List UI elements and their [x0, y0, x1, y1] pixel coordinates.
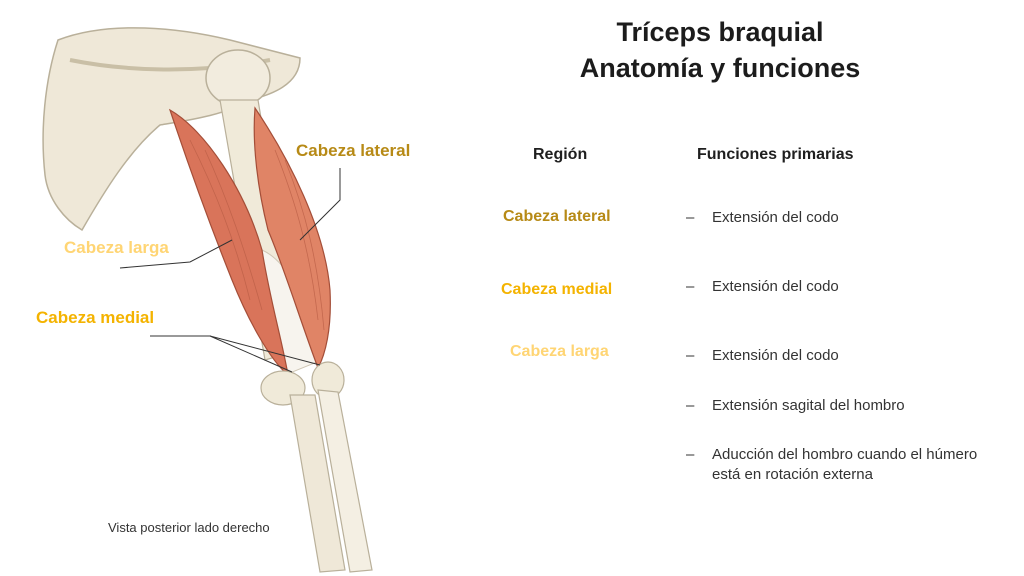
title-line-1: Tríceps braquial	[616, 17, 824, 47]
page-title: Tríceps braquial Anatomía y funciones	[520, 14, 920, 86]
function-item: –Aducción del hombro cuando el húmero es…	[686, 445, 1002, 485]
region-cabeza-lateral: Cabeza lateral	[503, 208, 611, 225]
function-item: –Extensión sagital del hombro	[686, 396, 1002, 416]
region-cabeza-larga: Cabeza larga	[510, 343, 609, 360]
function-text: Extensión del codo	[712, 209, 839, 226]
label-cabeza-medial: Cabeza medial	[36, 308, 155, 327]
leader-line-larga	[119, 239, 233, 269]
radius	[317, 389, 373, 573]
function-text: Extensión del codo	[712, 347, 839, 364]
label-cabeza-lateral: Cabeza lateral	[296, 141, 411, 160]
arm-illustration	[42, 27, 373, 573]
long-head-striations	[189, 139, 263, 311]
header-region: Región	[533, 146, 588, 163]
bullet-dash: –	[686, 347, 695, 364]
lateral-head-striations	[274, 149, 325, 331]
leader-line-lateral	[299, 168, 341, 241]
bullet-dash: –	[686, 209, 695, 226]
ulna	[289, 394, 346, 573]
header-functions: Funciones primarias	[697, 146, 854, 163]
function-text: Extensión del codo	[712, 278, 839, 295]
function-item: –Extensión del codo	[686, 277, 1002, 297]
function-text: Extensión sagital del hombro	[712, 397, 905, 414]
bullet-dash: –	[686, 397, 695, 414]
function-item: –Extensión del codo	[686, 346, 1002, 366]
function-item: –Extensión del codo	[686, 208, 1002, 228]
illustration-caption: Vista posterior lado derecho	[108, 520, 270, 535]
humeral-head	[205, 49, 271, 107]
label-cabeza-larga: Cabeza larga	[64, 238, 169, 257]
bullet-dash: –	[686, 446, 695, 463]
bullet-dash: –	[686, 278, 695, 295]
leader-line-medial	[150, 335, 321, 373]
title-line-2: Anatomía y funciones	[579, 53, 861, 83]
region-cabeza-medial: Cabeza medial	[501, 281, 613, 298]
function-text: Aducción del hombro cuando el húmero est…	[712, 446, 978, 483]
